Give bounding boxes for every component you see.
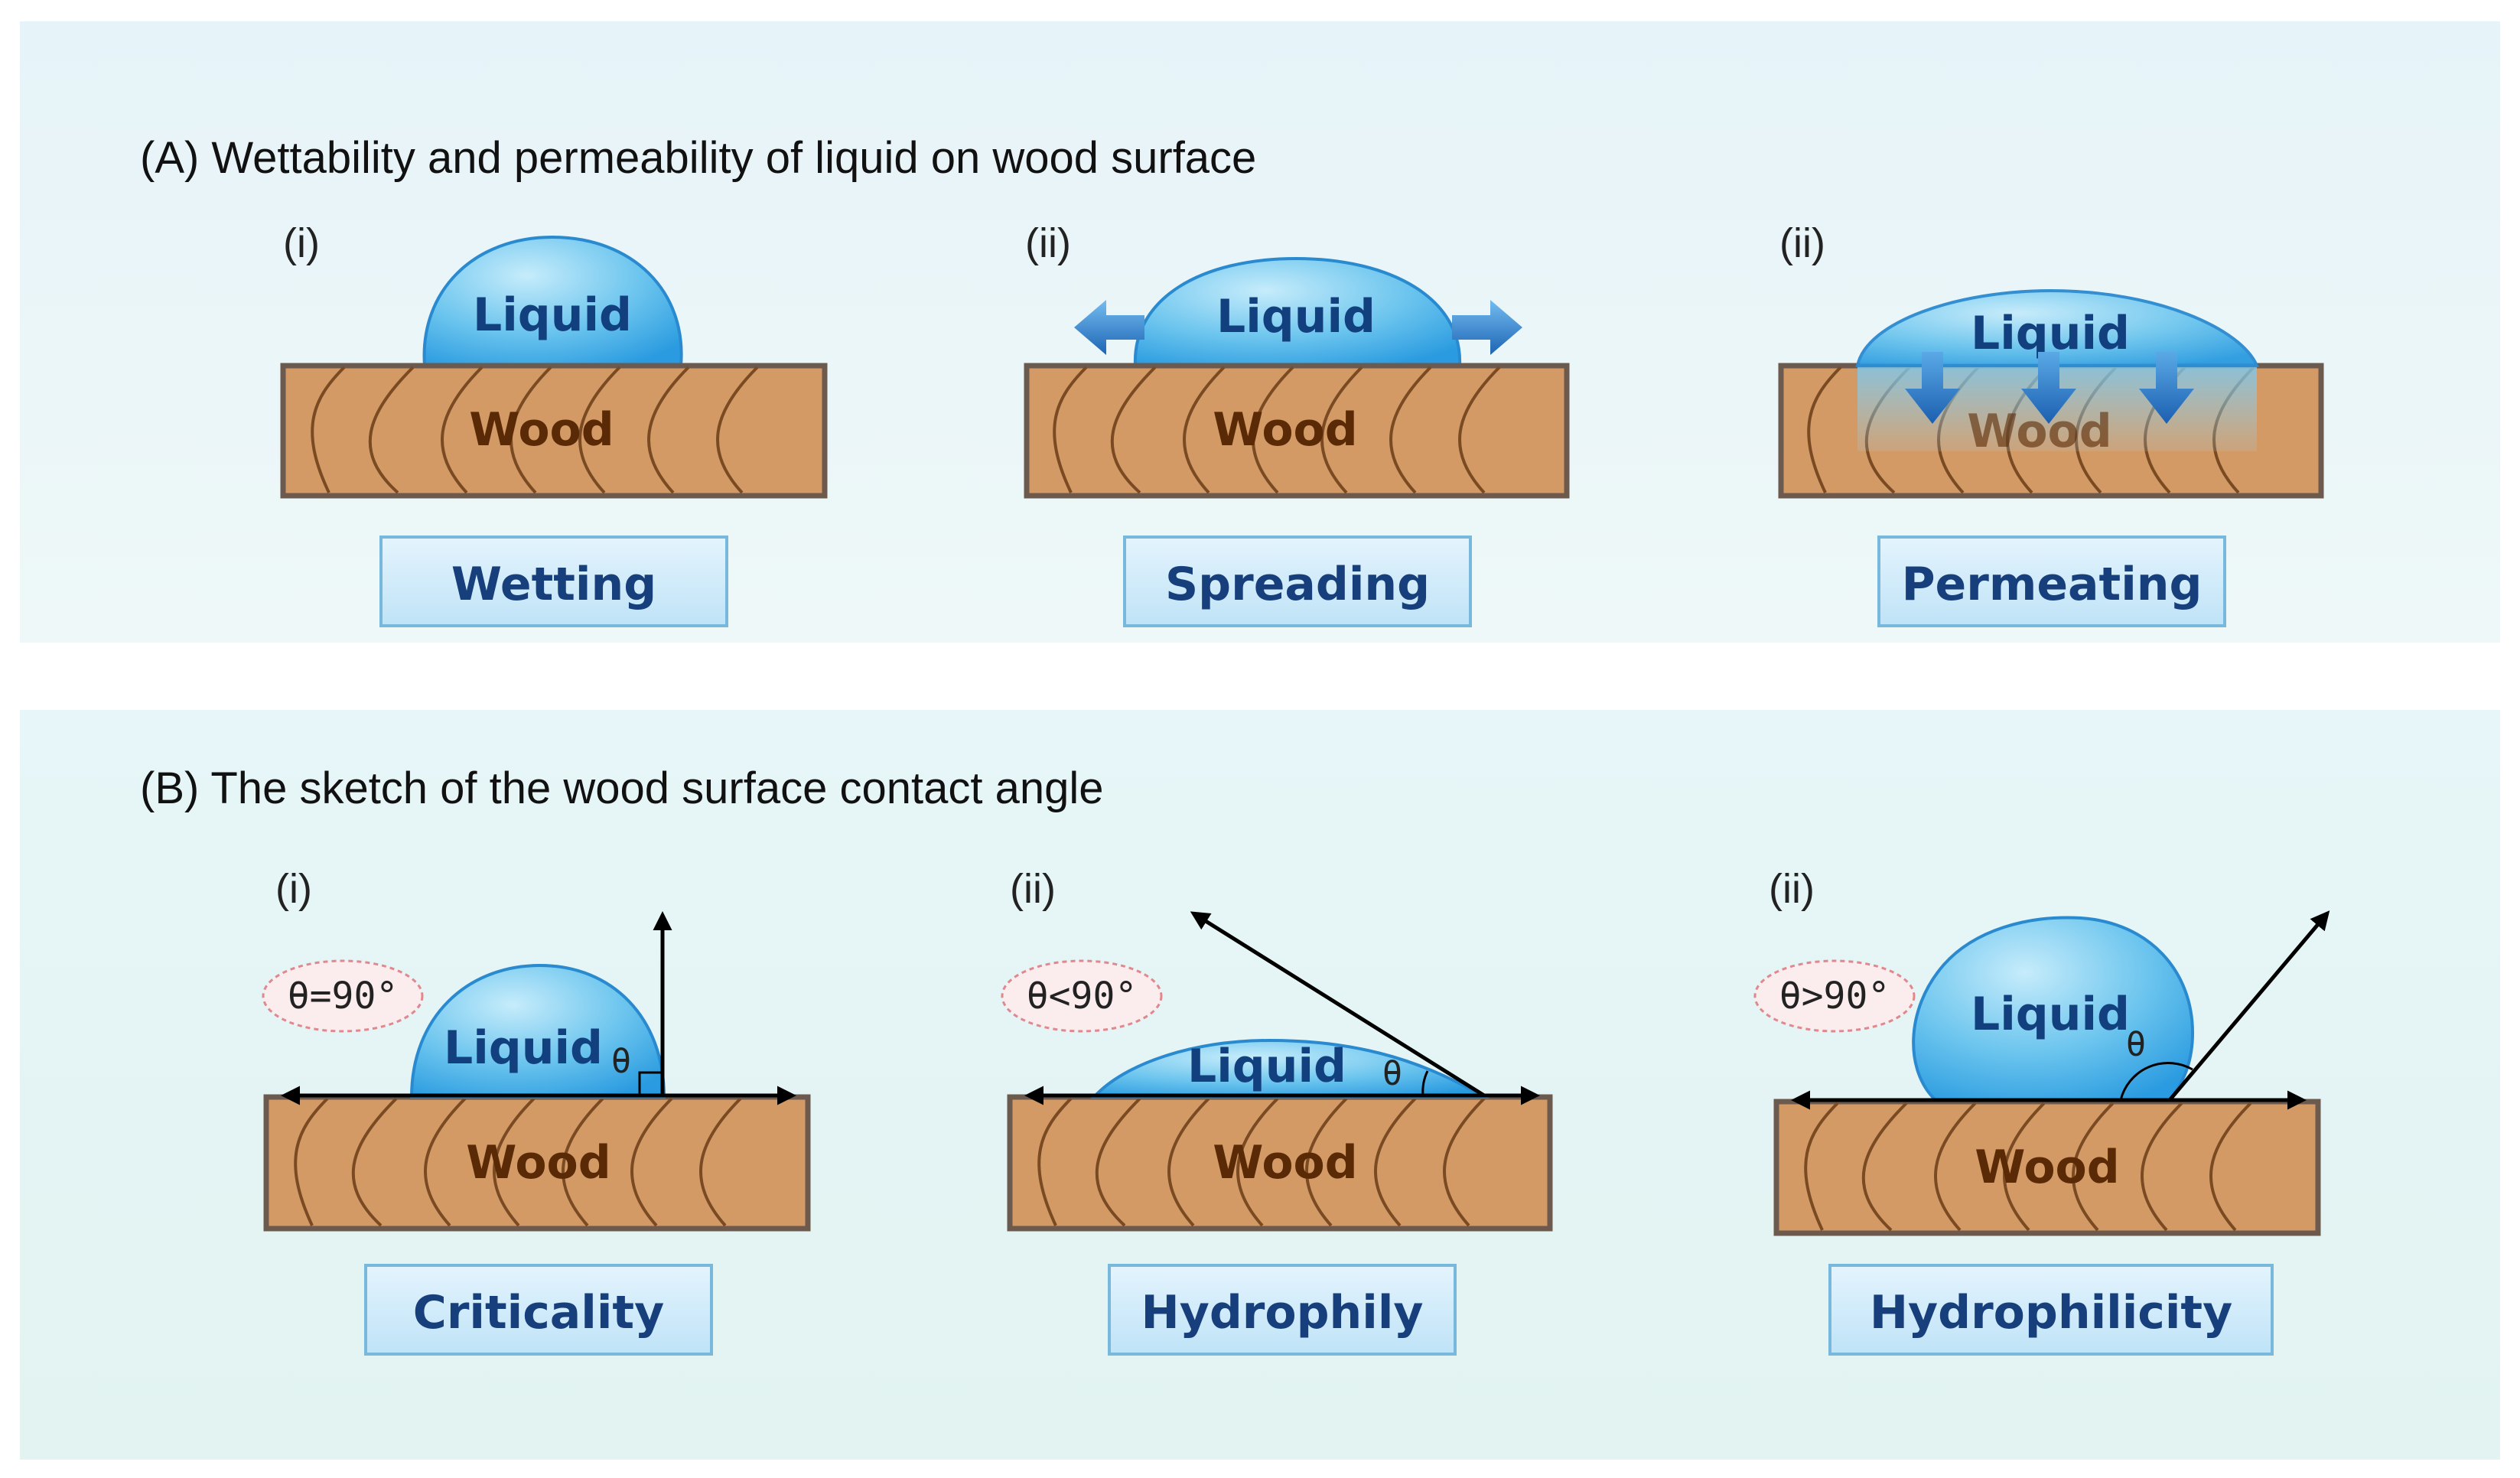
wood-label: Wood bbox=[1213, 403, 1357, 457]
label-permeating: Permeating bbox=[1902, 558, 2203, 611]
label-box bbox=[1828, 1264, 2274, 1356]
label-box bbox=[364, 1264, 713, 1356]
wood-block bbox=[263, 1094, 811, 1232]
wood-label: Wood bbox=[1213, 1136, 1357, 1190]
wood-grain bbox=[311, 366, 759, 494]
panel-b-title: (B) The sketch of the wood surface conta… bbox=[140, 763, 1104, 813]
liquid-droplet bbox=[1912, 916, 2195, 1102]
label-hydrophilicity: Hydrophilicity bbox=[1870, 1286, 2232, 1340]
label-hydrophily: Hydrophily bbox=[1141, 1286, 1424, 1340]
down-arrow-icon bbox=[1905, 352, 1960, 424]
label-criticality: Criticality bbox=[413, 1286, 664, 1340]
panel-b-item-hydrophily: (ii) θ<90° Liquid θ Wood Hydrophily bbox=[1001, 866, 1553, 1356]
liquid-label: Liquid bbox=[473, 288, 632, 342]
wood-grain bbox=[1037, 1097, 1486, 1227]
liquid-droplet bbox=[1090, 1038, 1490, 1099]
panel-b-item-criticality: (i) θ=90° Liquid θ Wood Criticality bbox=[262, 866, 811, 1356]
angle-condition: θ>90° bbox=[1779, 975, 1890, 1017]
wood-block bbox=[280, 363, 828, 499]
down-arrow-icon bbox=[2139, 352, 2194, 424]
left-arrow-icon bbox=[1074, 300, 1144, 355]
wood-block bbox=[1773, 1099, 2321, 1236]
tangent-arrow bbox=[1190, 911, 1486, 1098]
theta-symbol: θ bbox=[611, 1042, 632, 1081]
liquid-label: Liquid bbox=[1971, 988, 2130, 1041]
label-wetting: Wetting bbox=[451, 558, 656, 611]
item-roman-numeral: (i) bbox=[283, 220, 320, 266]
label-box bbox=[1108, 1264, 1457, 1356]
liquid-label: Liquid bbox=[1187, 1040, 1346, 1093]
theta-symbol: θ bbox=[2126, 1025, 2147, 1064]
wood-block bbox=[1024, 363, 1570, 499]
liquid-label: Liquid bbox=[444, 1021, 603, 1075]
angle-badge bbox=[1753, 959, 1916, 1033]
liquid-label: Liquid bbox=[1216, 290, 1376, 343]
angle-condition: θ=90° bbox=[288, 975, 399, 1017]
angle-condition: θ<90° bbox=[1027, 975, 1138, 1017]
wood-grain bbox=[294, 1097, 742, 1227]
wood-label: Wood bbox=[469, 403, 614, 457]
item-roman-numeral: (ii) bbox=[1010, 866, 1056, 912]
angle-badge bbox=[1001, 959, 1163, 1033]
angle-arc bbox=[2119, 1061, 2193, 1101]
liquid-droplet bbox=[1855, 288, 2260, 367]
item-roman-numeral: (i) bbox=[275, 866, 312, 912]
right-arrow-icon bbox=[1452, 300, 1522, 355]
panel-a-title: (A) Wettability and permeability of liqu… bbox=[140, 133, 1256, 183]
liquid-droplet bbox=[422, 235, 683, 367]
label-box bbox=[1877, 536, 2226, 627]
label-spreading: Spreading bbox=[1165, 558, 1430, 611]
panel-b-item-hydrophilicity: (ii) θ>90° Liquid θ Wood Hydrophilicity bbox=[1753, 866, 2330, 1356]
angle-badge bbox=[262, 959, 424, 1033]
liquid-droplet bbox=[1133, 256, 1462, 367]
label-box bbox=[1123, 536, 1472, 627]
wood-grain bbox=[1804, 1102, 2252, 1232]
down-arrow-icon bbox=[2021, 352, 2076, 424]
item-roman-numeral: (ii) bbox=[1025, 220, 1071, 266]
tangent-arrow bbox=[2168, 910, 2330, 1102]
wood-label: Wood bbox=[466, 1136, 610, 1190]
theta-symbol: θ bbox=[1382, 1054, 1403, 1093]
wood-label: Wood bbox=[1967, 405, 2111, 458]
label-box bbox=[379, 536, 728, 627]
panel-a-item-permeating: (ii) Liquid Wood Permeating bbox=[1778, 220, 2324, 627]
panel-a-item-spreading: (ii) Liquid Wood Spreading bbox=[1024, 220, 1570, 627]
liquid-label: Liquid bbox=[1971, 307, 2130, 360]
panel-a-item-wetting: (i) Liquid Wood Wetting bbox=[280, 220, 828, 627]
item-roman-numeral: (ii) bbox=[1769, 866, 1815, 912]
wood-grain bbox=[1053, 366, 1501, 494]
wood-label: Wood bbox=[1975, 1141, 2119, 1194]
item-roman-numeral: (ii) bbox=[1779, 220, 1825, 266]
liquid-droplet bbox=[409, 963, 666, 1099]
